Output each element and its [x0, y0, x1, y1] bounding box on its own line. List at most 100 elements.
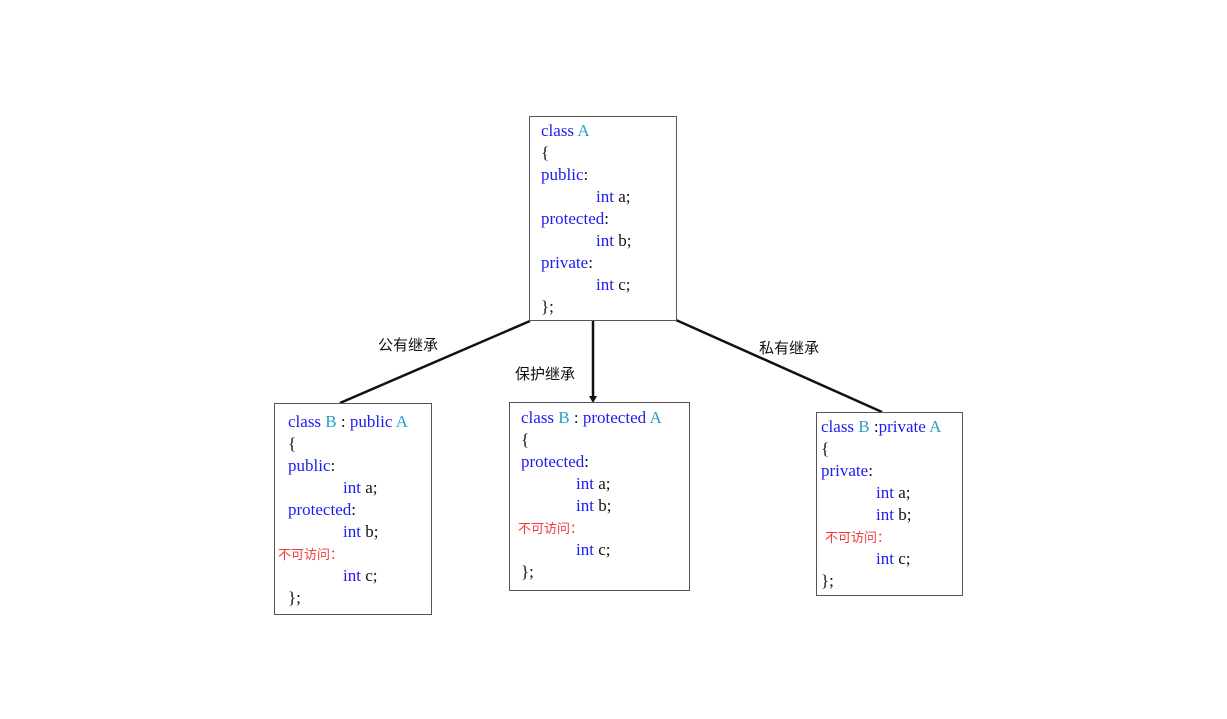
class-a-box: class A{public:int a;protected:int b;pri… [529, 116, 677, 321]
keyword: int [343, 566, 366, 585]
inaccessible-label: 不可访问： [278, 548, 344, 563]
code-line: { [541, 142, 549, 164]
code-line: 不可访问： [825, 526, 890, 548]
code-text: a; [618, 187, 631, 206]
code-text: : [583, 165, 589, 184]
class-name: A [577, 121, 590, 140]
code-line: class B : protected A [521, 407, 662, 429]
code-text: b; [898, 505, 912, 524]
code-line: { [821, 438, 829, 460]
code-text: : [351, 500, 356, 519]
code-line: }; [521, 561, 534, 583]
code-line: int b; [876, 504, 911, 526]
label-private-inheritance: 私有继承 [759, 339, 820, 357]
code-line: protected: [288, 499, 356, 521]
code-line: { [288, 433, 296, 455]
code-text: c; [365, 566, 378, 585]
code-line: }; [541, 296, 554, 318]
class-name: A [395, 412, 408, 431]
code-line: int c; [576, 539, 610, 561]
keyword: int [876, 483, 899, 502]
code-text: }; [288, 588, 301, 607]
code-text: : [569, 408, 583, 427]
code-text: : [604, 209, 609, 228]
code-line: int a; [876, 482, 910, 504]
code-line: 不可访问： [518, 517, 583, 539]
code-line: int c; [596, 274, 630, 296]
code-text: c; [598, 540, 611, 559]
class-name: A [929, 417, 942, 436]
code-line: class B :private A [821, 416, 941, 438]
edge-private [675, 318, 883, 414]
code-text: : [336, 412, 350, 431]
keyword: protected [521, 452, 585, 471]
code-line: private: [541, 252, 593, 274]
code-text: b; [598, 496, 612, 515]
code-line: int b; [343, 521, 378, 543]
code-text: }; [521, 562, 534, 581]
edge-public [339, 319, 531, 405]
keyword: public [288, 456, 331, 475]
keyword: public [349, 412, 396, 431]
code-line: private: [821, 460, 873, 482]
keyword: int [343, 478, 366, 497]
code-line: int c; [343, 565, 377, 587]
label-public-inheritance: 公有继承 [378, 336, 439, 354]
code-text: { [288, 434, 297, 453]
code-line: protected: [521, 451, 589, 473]
code-text: { [541, 143, 550, 162]
code-line: { [521, 429, 529, 451]
class-name: B [325, 412, 337, 431]
keyword: class [288, 412, 326, 431]
class-name: A [649, 408, 662, 427]
keyword: private [878, 417, 930, 436]
code-text: { [821, 439, 830, 458]
class-name: B [558, 408, 570, 427]
code-line: }; [821, 570, 834, 592]
keyword: class [521, 408, 559, 427]
keyword: int [576, 496, 599, 515]
code-line: int a; [596, 186, 630, 208]
code-text: : [588, 253, 593, 272]
code-text: b; [365, 522, 379, 541]
class-name: B [858, 417, 870, 436]
keyword: int [596, 187, 619, 206]
code-line: int a; [576, 473, 610, 495]
arrow-head [589, 396, 597, 403]
keyword: protected [541, 209, 605, 228]
code-line: class B : public A [288, 411, 408, 433]
code-line: int a; [343, 477, 377, 499]
keyword: protected [288, 500, 352, 519]
keyword: protected [582, 408, 650, 427]
class-b-public-box: class B : public A{public:int a;protecte… [274, 403, 432, 615]
keyword: public [541, 165, 584, 184]
keyword: int [576, 540, 599, 559]
label-protected-inheritance: 保护继承 [515, 365, 576, 383]
code-text: a; [898, 483, 911, 502]
code-line: }; [288, 587, 301, 609]
code-text: c; [898, 549, 911, 568]
code-text: : [869, 417, 879, 436]
code-text: : [868, 461, 873, 480]
keyword: private [541, 253, 589, 272]
keyword: int [876, 505, 899, 524]
code-line: 不可访问： [278, 543, 343, 565]
code-text: : [330, 456, 336, 475]
code-line: int b; [596, 230, 631, 252]
keyword: int [343, 522, 366, 541]
keyword: class [821, 417, 859, 436]
code-line: int b; [576, 495, 611, 517]
code-line: int c; [876, 548, 910, 570]
code-line: class A [541, 120, 590, 142]
code-text: { [521, 430, 530, 449]
inaccessible-label: 不可访问： [825, 531, 891, 546]
code-text: c; [618, 275, 631, 294]
class-b-private-box: class B :private A{private:int a;int b;不… [816, 412, 963, 596]
keyword: int [596, 231, 619, 250]
code-text: }; [541, 297, 554, 316]
inaccessible-label: 不可访问： [518, 522, 584, 537]
keyword: int [876, 549, 899, 568]
code-text: : [584, 452, 589, 471]
keyword: int [576, 474, 599, 493]
